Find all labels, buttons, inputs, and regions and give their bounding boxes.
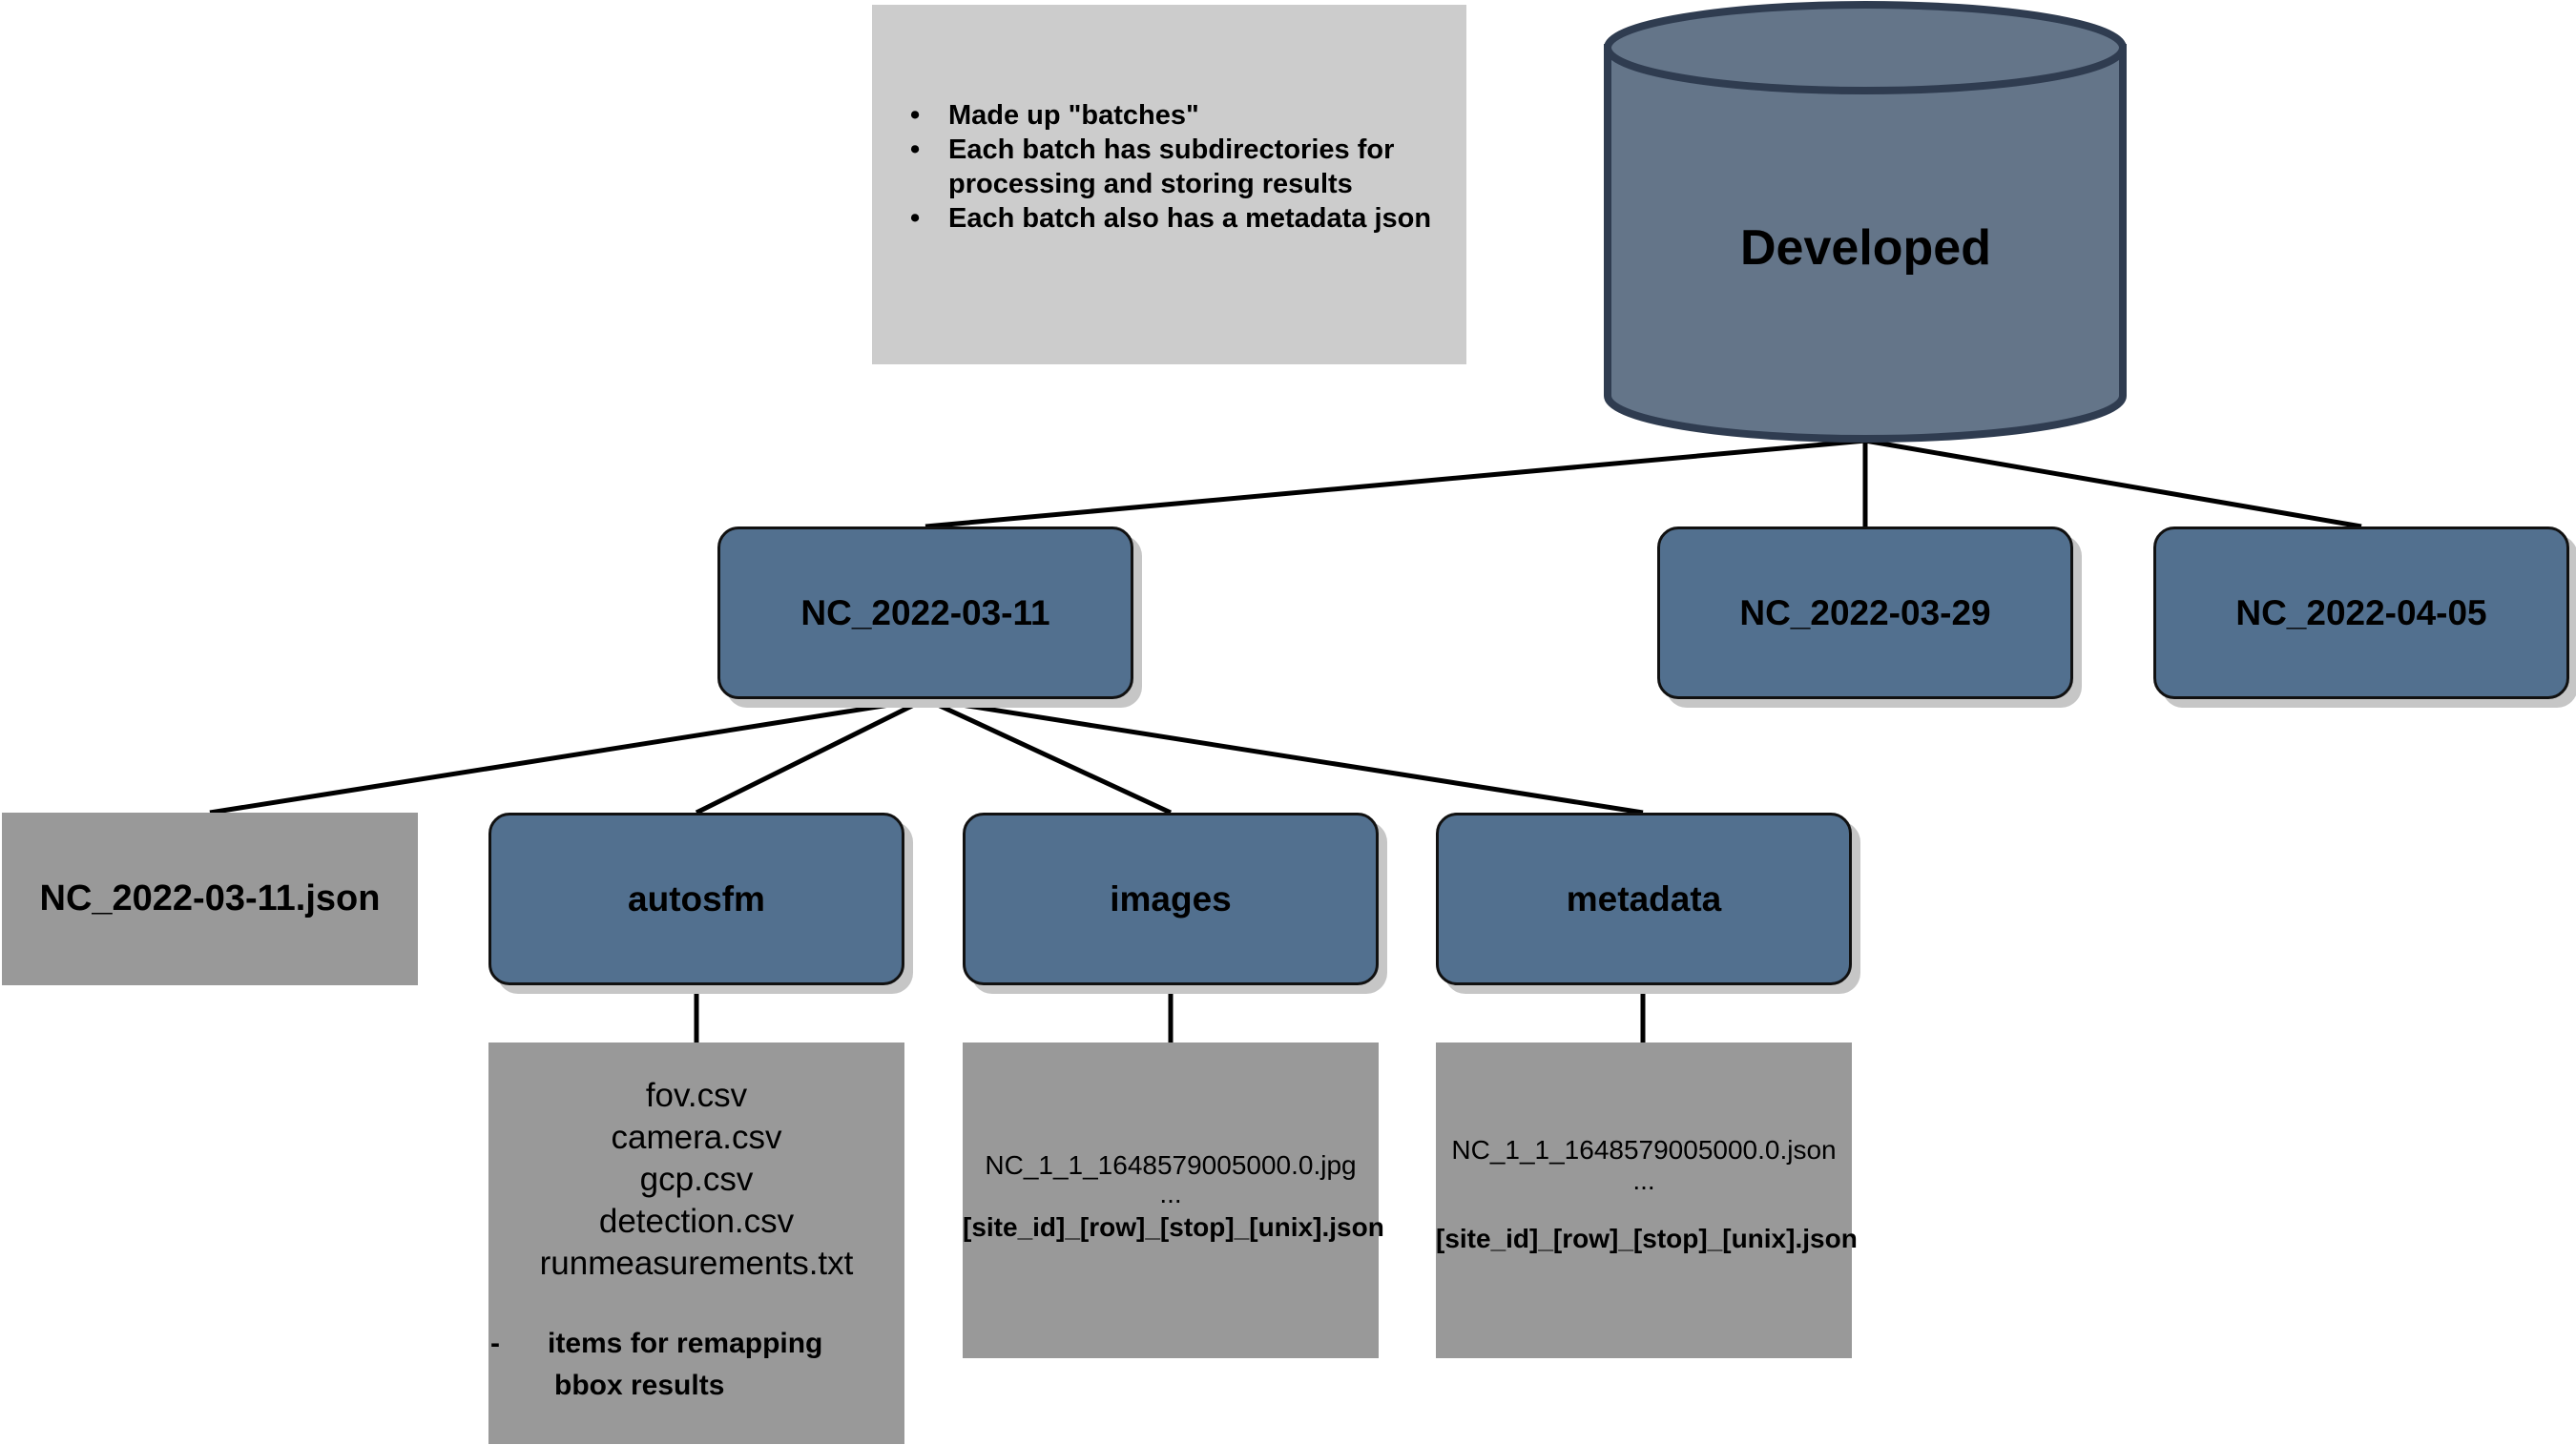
note-bullet-3: Each batch also has a metadata json bbox=[910, 201, 1444, 236]
remap-note-line-1: items for remapping bbox=[548, 1328, 823, 1359]
images-name-pattern: [site_id]_[row]_[stop]_[unix].json bbox=[963, 1212, 1384, 1242]
file-gcp: gcp.csv bbox=[639, 1161, 754, 1198]
note-bullet-1: Made up "batches" bbox=[910, 98, 1444, 133]
file-runmeasurements: runmeasurements.txt bbox=[539, 1245, 854, 1282]
note-bullet-list: Made up "batches" Each batch has subdire… bbox=[910, 98, 1444, 236]
batch-node-3: NC_2022-04-05 bbox=[2153, 526, 2569, 699]
folder-metadata: metadata bbox=[1436, 813, 1852, 985]
metadata-example-file: NC_1_1_1648579005000.0.json bbox=[1451, 1135, 1837, 1165]
batch-json-file: NC_2022-03-11.json bbox=[2, 813, 418, 985]
edge-batch-autosfm bbox=[695, 696, 927, 815]
file-detection: detection.csv bbox=[598, 1203, 795, 1240]
metadata-files-box: NC_1_1_1648579005000.0.json ... [site_id… bbox=[1436, 1042, 1858, 1358]
note-box: Made up "batches" Each batch has subdire… bbox=[872, 5, 1466, 364]
file-fov: fov.csv bbox=[645, 1077, 748, 1114]
edge-root-batch-1 bbox=[924, 438, 1866, 529]
images-example-file: NC_1_1_1648579005000.0.jpg bbox=[985, 1150, 1357, 1180]
autosfm-files-box: fov.csv camera.csv gcp.csv detection.csv… bbox=[488, 1042, 904, 1444]
edge-batch-metadata bbox=[924, 696, 1644, 815]
remap-note-line-2: bbox results bbox=[554, 1370, 725, 1401]
batch-node-2: NC_2022-03-29 bbox=[1657, 526, 2073, 699]
metadata-name-pattern: [site_id]_[row]_[stop]_[unix].json bbox=[1436, 1224, 1858, 1253]
folder-autosfm: autosfm bbox=[488, 813, 904, 985]
images-ellipsis: ... bbox=[1159, 1179, 1182, 1208]
batch-node-1: NC_2022-03-11 bbox=[717, 526, 1133, 699]
note-bullet-2: Each batch has subdirectories for proces… bbox=[910, 133, 1444, 201]
remap-dash: - bbox=[490, 1328, 500, 1359]
edge-root-batch-3 bbox=[1864, 438, 2362, 529]
autosfm-file-list: fov.csv camera.csv gcp.csv detection.csv… bbox=[488, 1075, 904, 1285]
root-label: Developed bbox=[1740, 220, 1991, 276]
edge-batch-json bbox=[209, 696, 926, 815]
images-files-box: NC_1_1_1648579005000.0.jpg ... [site_id]… bbox=[963, 1042, 1384, 1358]
edge-batch-images bbox=[924, 696, 1173, 815]
database-cylinder bbox=[1604, 1, 2127, 443]
file-camera: camera.csv bbox=[611, 1119, 782, 1156]
folder-images: images bbox=[963, 813, 1379, 985]
metadata-ellipsis: ... bbox=[1632, 1166, 1655, 1195]
